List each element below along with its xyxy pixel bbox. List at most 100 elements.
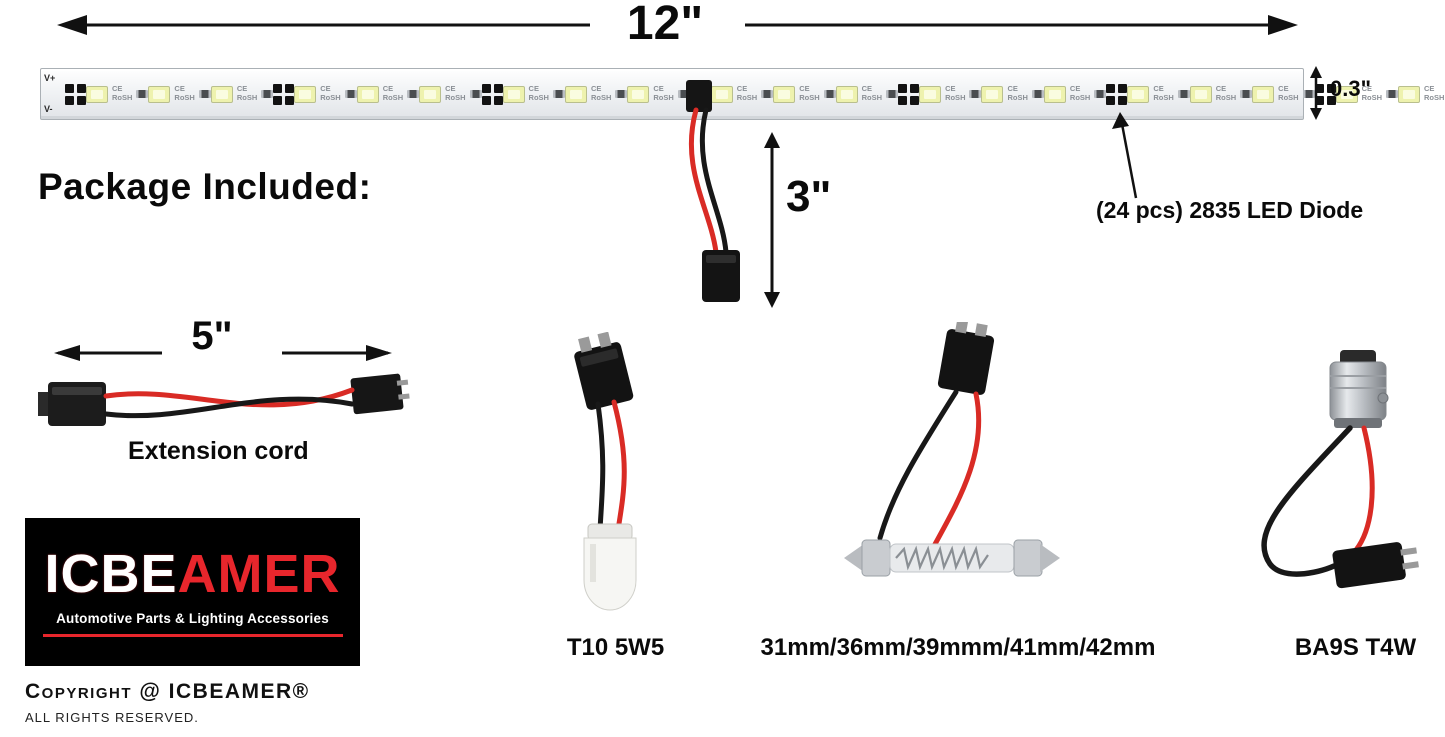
resistor (261, 90, 274, 98)
solder-pad (1118, 95, 1128, 105)
resistor (969, 90, 982, 98)
ba9s-adapter-graphic (1261, 350, 1419, 589)
festoon-left-cap (861, 539, 891, 577)
led-chip (294, 85, 317, 103)
solder-pad (285, 95, 295, 105)
ce-mark: CE (590, 84, 602, 94)
led-core (215, 89, 228, 99)
t10-adapter-graphic (574, 332, 637, 611)
led-chip (1398, 85, 1421, 103)
resistor (615, 90, 628, 98)
dimension-5in-label: 5" (191, 314, 233, 358)
rosh-mark: RoSH (1069, 93, 1091, 102)
led-core (778, 89, 791, 99)
package-included-heading: Package Included: (38, 166, 372, 207)
copyright-text: Copyright @ ICBEAMER® (25, 680, 310, 703)
black-wire (699, 107, 729, 255)
ce-mark: CE (653, 84, 664, 94)
led-chip (1335, 85, 1358, 103)
ba9s-label: BA9S T4W (1294, 634, 1417, 661)
solder-pad (273, 83, 283, 93)
red-wire (611, 399, 627, 533)
festoon-connector (937, 322, 995, 395)
led-chip (419, 85, 442, 103)
rosh-mark: RoSH (1361, 93, 1383, 102)
resistor (1302, 90, 1315, 98)
solder-pad (1326, 95, 1336, 105)
ce-mark: CE (1007, 84, 1018, 94)
red-wire (1353, 425, 1375, 553)
logo-red-bar (42, 634, 343, 637)
dimension-3in-arrow (764, 132, 780, 308)
ce-mark: CE (861, 84, 873, 94)
led-core (299, 89, 312, 99)
black-wire (103, 396, 355, 419)
led-core (507, 89, 520, 99)
ce-mark: CE (320, 84, 331, 94)
led-chip (627, 85, 650, 103)
solder-pad (77, 95, 86, 105)
festoon-left-point (844, 544, 864, 572)
solder-pads (65, 83, 86, 105)
red-wire (688, 107, 719, 255)
solder-pads (1106, 83, 1128, 105)
dimension-03in-arrow (1310, 66, 1322, 120)
led-chip (1043, 85, 1066, 103)
resistor (1386, 90, 1399, 98)
arrowhead-left (57, 15, 87, 35)
t10-label: T10 5W5 (566, 634, 665, 661)
solder-pad (65, 83, 74, 93)
led-core (1132, 89, 1145, 99)
dimension-03in-label: 0.3" (1330, 76, 1372, 101)
solder-pad (910, 83, 920, 93)
solder-pad (1106, 83, 1116, 93)
lead-plug-highlight (706, 255, 736, 263)
solder-pad (273, 95, 283, 105)
rights-text: All rights reserved. (25, 710, 199, 725)
resistor (469, 90, 482, 98)
rosh-mark: RoSH (736, 93, 758, 102)
festoon-right-point (1040, 544, 1060, 572)
rosh-mark: RoSH (528, 93, 549, 102)
led-chip (1252, 85, 1275, 103)
led-core (1340, 89, 1353, 99)
resistor (1177, 90, 1190, 98)
rosh-mark: RoSH (861, 93, 883, 102)
led-chip (919, 85, 942, 103)
rosh-mark: RoSH (1424, 93, 1445, 102)
black-wire (1261, 425, 1353, 577)
ce-mark: CE (1153, 84, 1164, 94)
led-chip (564, 85, 587, 103)
ce-mark: CE (1361, 84, 1373, 94)
solder-pad (481, 83, 491, 93)
dimension-12in-arrow (57, 15, 1298, 35)
resistor (823, 90, 836, 98)
ba9s-connector (1332, 542, 1419, 589)
festoon-adapter-graphic (844, 322, 1060, 577)
led-core (153, 89, 166, 99)
solder-pad (910, 95, 920, 105)
rosh-mark: RoSH (590, 93, 612, 102)
led-core (569, 89, 582, 99)
